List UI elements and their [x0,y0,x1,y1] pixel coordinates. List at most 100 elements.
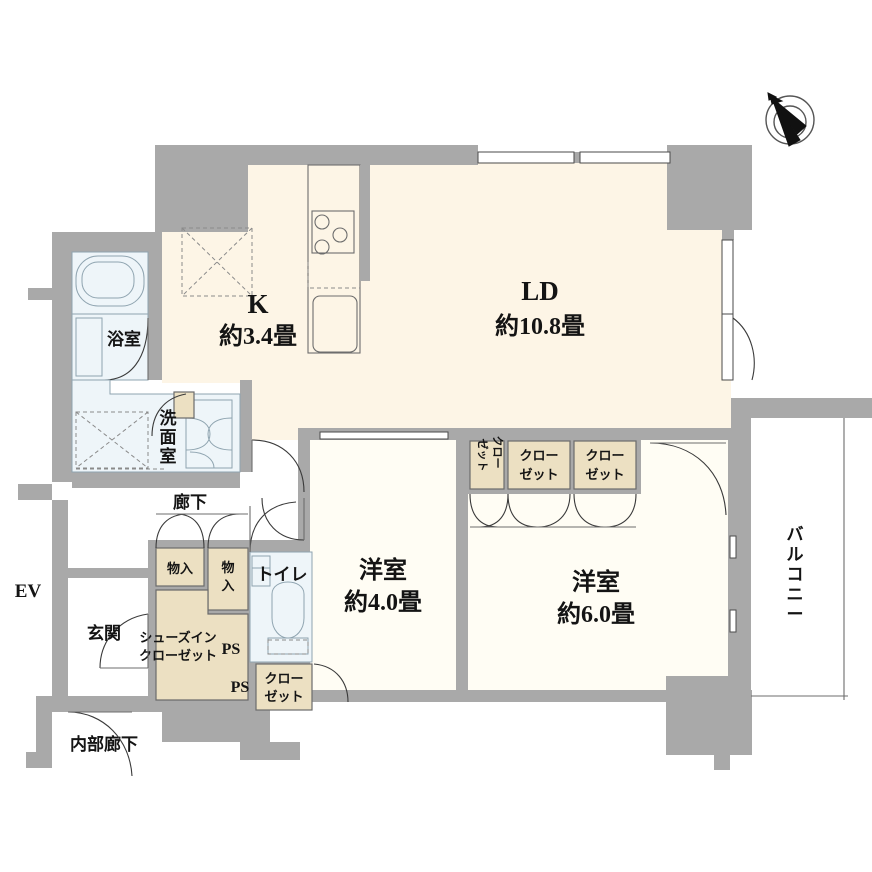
balcony-group: バ ル コ ニ ー [751,418,851,700]
inner-corridor-floor [52,712,162,790]
ps-labels: PS PS [222,641,250,696]
kitchen-area: 約3.4畳 [219,322,297,350]
closet-b-line1: クロー [585,448,624,463]
inner-corridor-label: 内部廊下 [70,734,138,754]
shoes-in-closet-line2: クローゼット [139,648,217,663]
wall-inner-corridor-nub [26,752,52,768]
wall-upper-left-block [155,145,248,232]
washing-machine-space-icon [75,411,149,469]
wall-entrance-left [52,500,68,700]
storage-2-label-a: 物 [221,560,234,575]
bedroom2-label: 洋室 [572,568,620,596]
entry-zone: 廊下 玄関 EV 内部廊下 [15,492,207,777]
bedroom1-top-opening [319,431,449,440]
closet-ps-door-swing [313,663,349,703]
entrance-door-swing [67,711,133,777]
closet-a [507,440,571,490]
washroom-cabinet [173,391,195,419]
ld-group: LD 約10.8畳 [251,151,755,493]
wall-left-outer-top [52,232,155,252]
wall-left-outer [52,232,72,482]
north-arrow-icon [765,92,815,147]
closet-a-line1: クロー [519,448,558,463]
shoes-in-closet-line1: シューズイン [139,630,216,645]
washroom-label-line1: 洗 [160,408,177,428]
bedroom1-floor [310,440,456,695]
entrance-label: 玄関 [87,623,121,643]
wall-bedroom-bottom [240,690,740,702]
closet-row: ゼット クロー クロー ゼット クロー ゼット [466,436,641,528]
wall-right-outer [731,398,872,690]
bathroom-group: 浴室 [71,251,149,381]
ps-upper-label: PS [222,641,241,658]
closet-b-line2: ゼット [585,467,624,482]
balcony-label-4: ニ [787,585,804,604]
bedroom1-area: 約4.0畳 [344,588,422,616]
balcony-label-1: バ [787,525,804,544]
storage-1-label: 物入 [167,561,193,576]
stove-icon [311,210,355,255]
ld-window-right [721,239,734,315]
bedroom2-door-swing [649,442,727,516]
bedroom2-group: 洋室 約6.0畳 [557,442,737,633]
closet-ps-line2: ゼット [264,689,303,704]
ps-lower-label: PS [231,679,250,696]
wall-top-right-pillar [667,145,752,230]
washroom-door-swing [151,393,187,437]
balcony-label-5: ー [787,605,804,624]
toilet-tank-icon [251,555,271,587]
toilet-area [249,551,313,663]
bathroom-area [71,251,149,381]
toilet-icon [267,581,309,655]
corridor-label: 廊下 [173,492,207,512]
washroom-group: 洗 面 室 [71,379,241,473]
ld-window-top [477,151,671,164]
svg-text:室: 室 [160,446,177,466]
closet-narrow-text-a: ゼット [476,439,490,472]
ld-entry-door-swing [251,439,305,493]
wall-bath-right [148,232,162,380]
closet-door-arcs [469,493,637,528]
bedroom1-door-swing [261,497,305,541]
closet-ps [255,663,313,711]
wall-left-nub-a [28,288,52,300]
wall-bedroom-right [728,440,740,700]
entrance-floor [72,540,148,700]
washroom-area [71,379,241,473]
balcony-floor [751,418,851,690]
bedroom2-area: 約6.0畳 [557,600,635,628]
bedroom2-right-slit-a [729,535,737,559]
storage-group: 物入 物 入 [155,513,249,611]
wall-left-nub-b [18,484,52,500]
kitchen-partition [360,165,370,281]
closet-narrow-text-b: クロー [491,436,504,469]
wall-ev-divider [52,568,148,578]
wall-ld-right [722,163,734,240]
bedroom1-group: 洋室 約4.0畳 [261,431,449,616]
storage-2 [207,547,249,611]
wall-washroom-bottom [52,472,240,488]
closet-b [573,440,637,490]
ld-label: LD [521,276,559,306]
kitchen-label: K [247,289,268,319]
wall-inner-corridor-left [36,696,52,768]
shoes-in-closet-door-swing [99,613,149,669]
room-fills [162,163,732,695]
bathroom-label: 浴室 [107,329,141,349]
wall-kitchen-left [148,232,162,248]
wall-entrance-bottom [36,696,162,712]
ld-kitchen-floor [162,163,731,440]
ld-area: 約10.8畳 [495,312,585,340]
balcony-label-2: ル [787,545,804,564]
shoes-in-closet-group: シューズイン クローゼット [99,589,249,701]
closet-a-line2: ゼット [519,467,558,482]
wall-bottom-left-stub [240,742,300,760]
elevator-label: EV [15,581,42,602]
toilet-group: トイレ [249,501,313,663]
wall-kitchen-bottom [240,380,252,472]
wall-bedroom-divider [456,440,468,700]
wall-top-strip [155,145,478,165]
bedroom2-right-slit-b [729,609,737,633]
closet-ps-group: クロー ゼット [255,663,349,711]
vanity-icon [185,399,233,469]
